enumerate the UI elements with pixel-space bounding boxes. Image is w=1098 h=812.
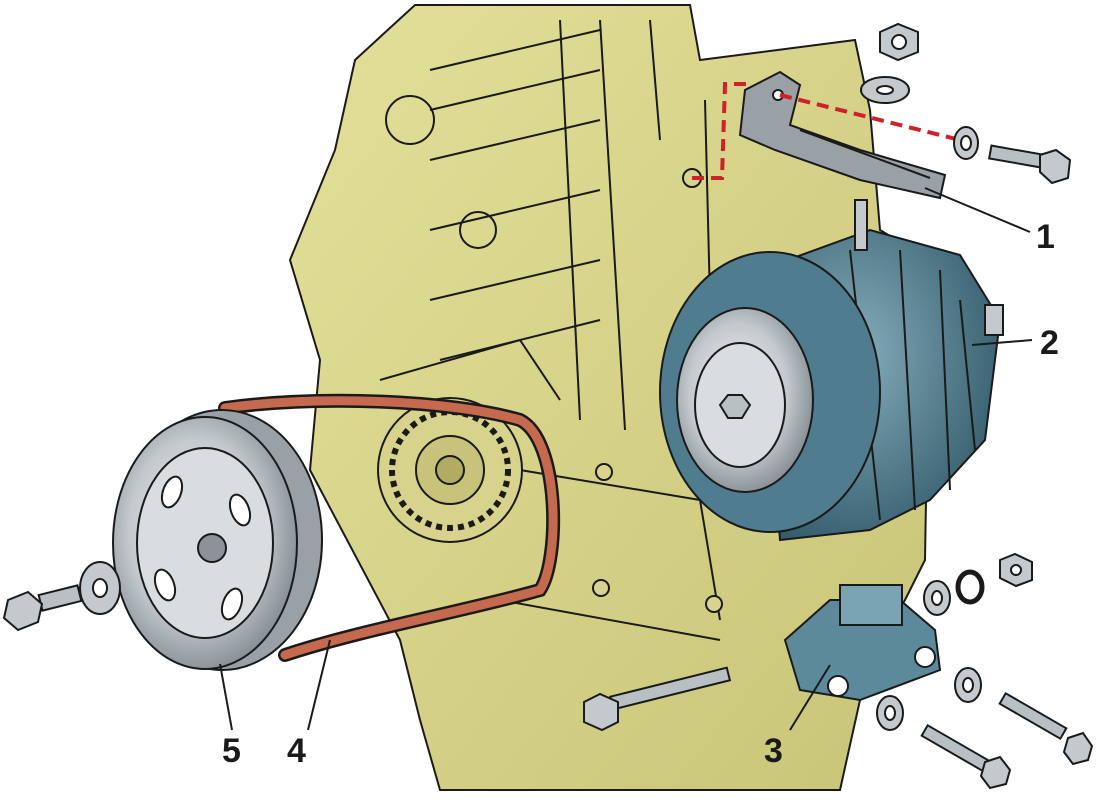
callout-label-5: 5 [222, 732, 241, 770]
leader-line-4 [307, 639, 331, 731]
lower-long-bolt [583, 666, 732, 732]
callout-label-4: 4 [287, 732, 306, 770]
crankshaft-pulley [112, 409, 323, 671]
engine-block [288, 4, 932, 791]
lower-lock-washer-1 [955, 569, 985, 605]
leader-line-5 [219, 663, 233, 731]
alternator [659, 199, 1004, 542]
lower-washer-1 [923, 580, 951, 616]
lower-bolt-3 [920, 723, 1012, 790]
bracket-nut [879, 22, 919, 62]
adjusting-bracket [738, 70, 947, 200]
bracket-lock-washer [953, 126, 979, 160]
crankshaft-sprocket [377, 397, 523, 543]
lower-nut [999, 552, 1033, 588]
pulley-washer [79, 561, 121, 615]
callout-label-3: 3 [764, 732, 783, 770]
bracket-bolt [988, 144, 1072, 185]
bracket-flat-washer [860, 76, 910, 104]
leader-line-1 [924, 187, 1031, 233]
mounting-guide-line [692, 82, 961, 180]
leader-line-2 [971, 339, 1033, 346]
drive-belt [218, 393, 561, 662]
callout-label-2: 2 [1040, 324, 1059, 362]
callout-label-1: 1 [1036, 218, 1055, 256]
lower-washer-3 [876, 695, 904, 731]
pulley-bolt [2, 584, 83, 632]
leader-line-3 [789, 664, 831, 731]
lower-washer-2 [954, 667, 982, 703]
lower-bolt-2 [998, 691, 1094, 766]
